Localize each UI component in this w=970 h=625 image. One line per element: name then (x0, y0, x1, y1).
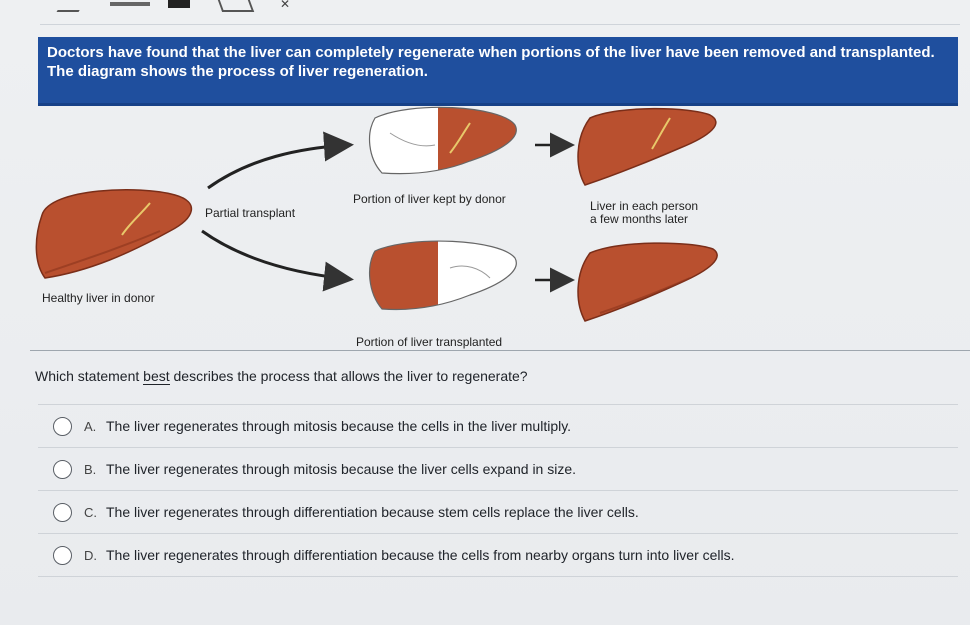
label-months-later-line-1: Liver in each person (590, 199, 699, 213)
choice-letter-d: D. (84, 547, 97, 563)
line-reader-icon[interactable] (168, 0, 190, 8)
label-transplanted-portion: Portion of liver transplanted (356, 335, 503, 349)
transplanted-portion-liver-icon (369, 240, 517, 311)
radio-button-c[interactable] (53, 502, 72, 522)
choice-b[interactable]: B. The liver regenerates through mitosis… (38, 447, 958, 490)
arrow-to-kept-portion (207, 131, 354, 190)
eraser-icon[interactable] (217, 0, 255, 12)
intro-banner: Doctors have found that the liver can co… (38, 37, 958, 106)
strikethrough-icon[interactable]: ✕ (280, 0, 291, 11)
section-divider (30, 350, 970, 351)
choice-c[interactable]: C. The liver regenerates through differe… (38, 490, 958, 533)
question-text: Which statement best describes the proce… (35, 368, 528, 385)
label-months-later-line-2: a few months later (590, 212, 689, 226)
choice-letter-b: B. (84, 461, 97, 477)
label-healthy-liver: Healthy liver in donor (42, 291, 155, 305)
intro-line-1: Doctors have found that the liver can co… (47, 44, 935, 61)
top-divider (40, 24, 960, 25)
liver-diagram: Healthy liver in donor Partial transplan… (30, 103, 970, 353)
choice-text-d: The liver regenerates through differenti… (106, 547, 735, 563)
choice-text-c: The liver regenerates through differenti… (106, 504, 639, 520)
pen-icon[interactable] (56, 0, 86, 12)
choice-letter-c: C. (84, 504, 97, 520)
choice-letter-a: A. (84, 418, 97, 434)
choice-text-b: The liver regenerates through mitosis be… (106, 461, 577, 477)
healthy-liver-icon (35, 189, 193, 279)
choice-a[interactable]: A. The liver regenerates through mitosis… (38, 404, 958, 447)
choice-d[interactable]: D. The liver regenerates through differe… (38, 533, 958, 577)
radio-button-d[interactable] (53, 545, 72, 565)
answer-choices: A. The liver regenerates through mitosis… (38, 404, 958, 577)
choice-text-a: The liver regenerates through mitosis be… (106, 418, 572, 434)
intro-line-2: The diagram shows the process of liver r… (47, 63, 428, 80)
kept-portion-liver-icon (368, 106, 517, 175)
arrow-to-transplanted-portion (201, 229, 354, 292)
question-emphasis: best (143, 368, 170, 385)
regrown-liver-top-icon (577, 107, 717, 186)
intro-text: Doctors have found that the liver can co… (38, 37, 947, 81)
toolbar: ✕ (40, 0, 340, 22)
question-pre: Which statement (35, 368, 144, 384)
liver-diagram-graphic (35, 106, 718, 322)
label-partial-transplant: Partial transplant (205, 206, 296, 220)
radio-button-b[interactable] (53, 459, 72, 479)
label-kept-portion: Portion of liver kept by donor (353, 192, 506, 206)
radio-button-a[interactable] (53, 416, 72, 436)
label-months-later: Liver in each person a few months later (590, 200, 698, 226)
question-post: describes the process that allows the li… (169, 368, 528, 384)
highlighter-icon[interactable] (110, 2, 150, 6)
regrown-liver-bottom-icon (577, 242, 718, 322)
